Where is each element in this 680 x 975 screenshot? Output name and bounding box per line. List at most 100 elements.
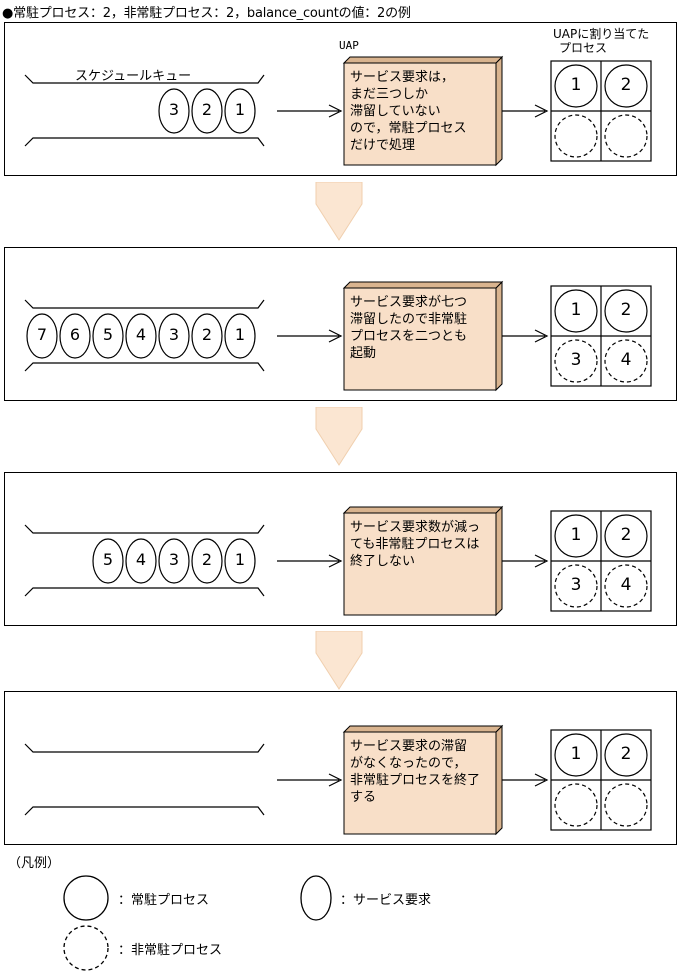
uap-box-text: サービス要求の滞留 がなくなったので， 非常駐プロセスを終了 する [350,739,481,805]
flow-down-arrow [315,631,363,690]
service-request [125,313,157,359]
process-label: 2 [620,75,632,95]
service-request-label: 7 [36,325,48,344]
resident-process [554,514,598,558]
uap-box-text: サービス要求数が減っ ても非常駐プロセスは 終了しない [350,520,481,569]
resident-process [604,733,648,777]
process-label: 2 [620,300,632,320]
service-request [191,538,223,584]
service-request-label: 2 [201,100,213,119]
queue-top-line [24,524,265,534]
service-request-label: 4 [135,325,147,344]
service-request [125,538,157,584]
service-request [92,313,124,359]
nonresident-process [554,783,598,827]
uap-box [343,62,497,166]
queue-bottom-line [24,137,265,147]
service-request-label: 2 [201,550,213,569]
nonresident-process [554,114,598,158]
arrow-to-uap [277,554,343,568]
legend-nonresident-label: ：非常駐プロセス [118,943,223,958]
service-request [224,313,256,359]
resident-process [604,289,648,333]
queue-top-line [24,743,265,753]
nonresident-process [604,339,648,383]
process-label: 2 [620,525,632,545]
service-request [158,88,190,134]
panel-graphics [24,280,652,392]
service-request [224,88,256,134]
queue-top-line [24,74,265,84]
page-title: ●常駐プロセス：2，非常駐プロセス：2，balance_countの値：2の例 [2,6,411,21]
service-request-label: 5 [102,325,114,344]
nonresident-process [604,114,648,158]
resident-process [554,64,598,108]
process-label: 1 [570,744,582,764]
queue-bottom-line [24,587,265,597]
flow-down-arrow-shape [315,182,363,241]
service-request [224,538,256,584]
service-request-label: 4 [135,550,147,569]
legend-nonresident-circle [63,925,109,971]
arrow-to-uap [277,773,343,787]
arrow-to-processes [500,104,549,118]
service-request-label: 2 [201,325,213,344]
process-label: 4 [620,350,632,370]
legend-title: （凡例） [8,856,61,871]
uap-label: UAP [339,39,359,52]
service-request-label: 3 [168,325,180,344]
process-label: 1 [570,75,582,95]
flow-down-arrow-shape [315,407,363,466]
arrow-to-processes [500,554,549,568]
process-label: 3 [570,350,582,370]
resident-process [604,64,648,108]
panel-graphics [24,724,652,836]
resident-process [554,289,598,333]
arrow-to-processes [500,773,549,787]
flow-down-arrow [315,407,363,466]
nonresident-process [554,339,598,383]
uap-box [343,731,497,835]
resident-process [554,733,598,777]
process-label: 3 [570,575,582,595]
service-request [26,313,58,359]
panel-graphics [24,505,652,617]
legend-resident-label: ：常駐プロセス [118,893,210,908]
queue-bottom-line [24,362,265,372]
service-request [59,313,91,359]
service-request [191,313,223,359]
nonresident-process [554,564,598,608]
service-request-label: 6 [69,325,81,344]
legend-request-ellipse [300,875,332,921]
nonresident-process [604,564,648,608]
service-request [191,88,223,134]
service-request-label: 3 [168,550,180,569]
nonresident-process [604,783,648,827]
assigned-process-label-line1: UAPに割り当てた [553,27,650,41]
queue-label: スケジュールキュー [75,69,192,84]
service-request [92,538,124,584]
service-request [158,313,190,359]
arrow-to-processes [500,329,549,343]
service-request-label: 1 [234,550,246,569]
flow-down-arrow-shape [315,631,363,690]
process-label: 4 [620,575,632,595]
flow-down-arrow [315,182,363,241]
legend-request-label: ：サービス要求 [340,893,432,908]
process-label: 1 [570,300,582,320]
service-request [158,538,190,584]
arrow-to-uap [277,329,343,343]
uap-box [343,287,497,391]
assigned-process-label-line2: プロセス [559,41,608,55]
process-label: 1 [570,525,582,545]
service-request-label: 3 [168,100,180,119]
queue-bottom-line [24,806,265,816]
panel-graphics [24,55,652,167]
legend-resident-circle [63,875,109,921]
uap-box-text: サービス要求が七つ 滞留したので非常駐 プロセスを二つとも 起動 [350,295,468,361]
